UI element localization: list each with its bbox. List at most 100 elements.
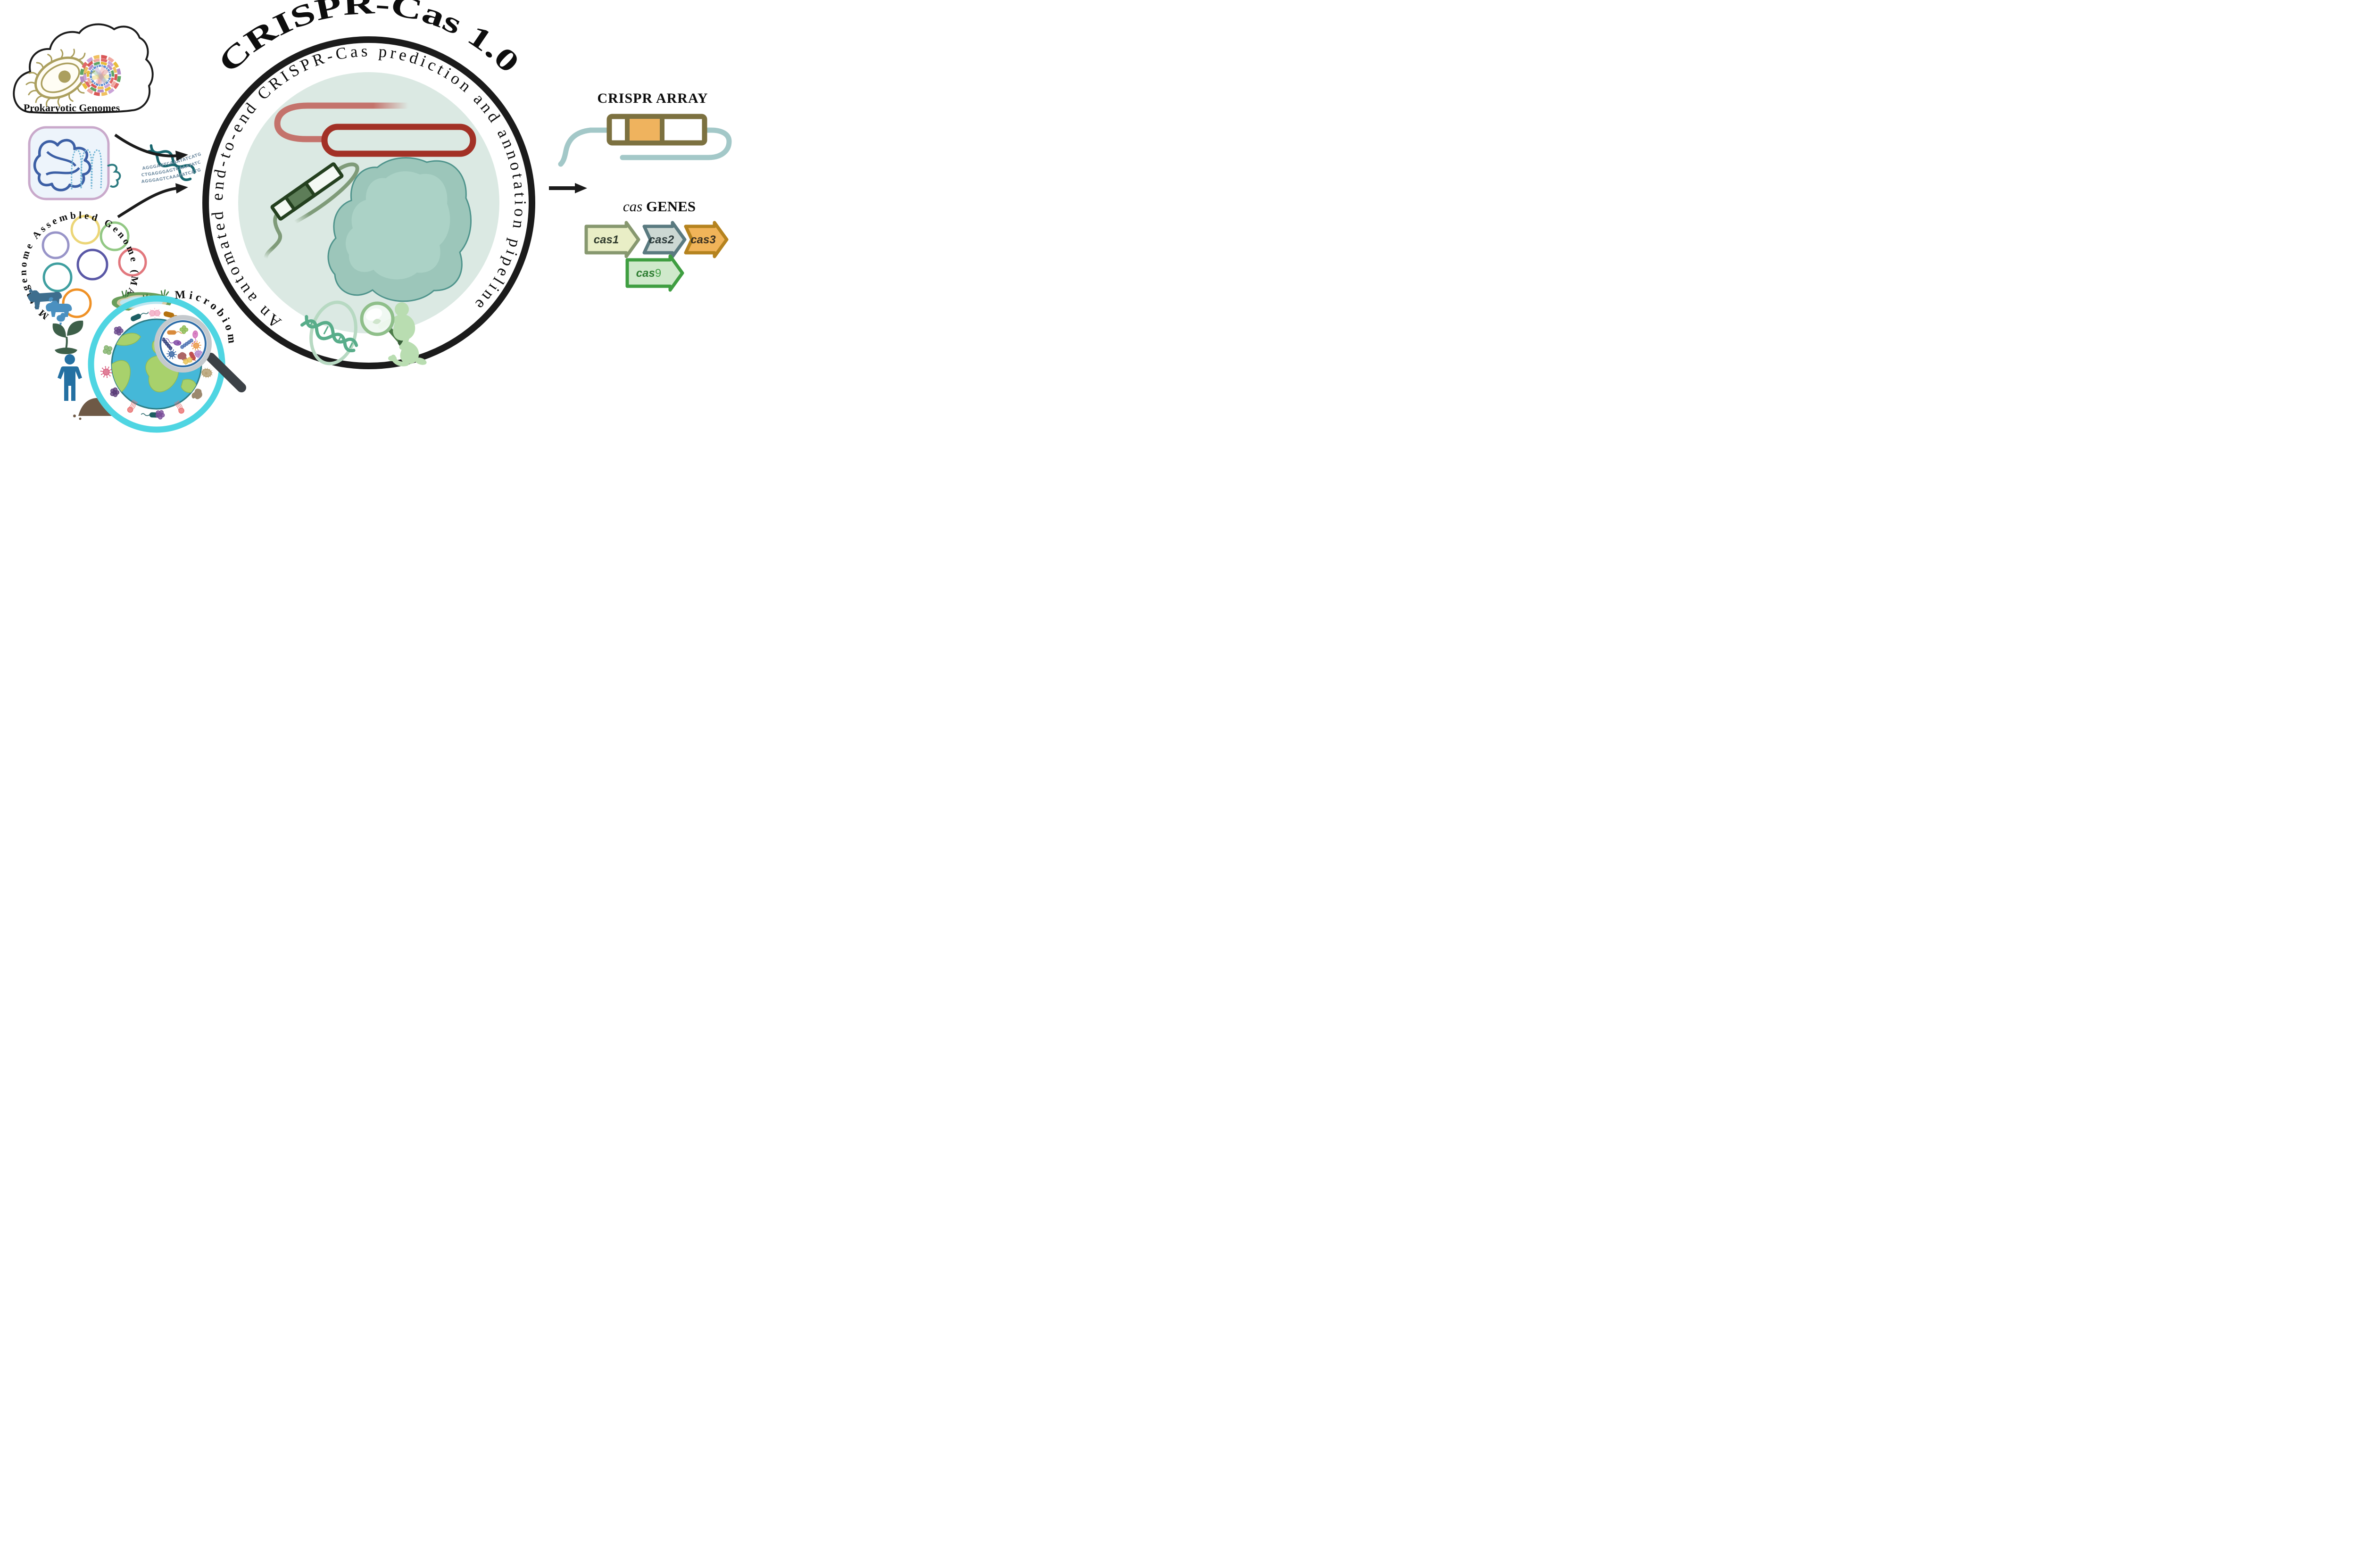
circos-segment [114,74,117,81]
circos-chord [96,66,105,84]
virus-microbe-icon [100,366,112,378]
cas-protein-blob-icon [327,157,472,302]
chromosome-tangle-icon [45,151,80,176]
circos-segment [87,77,92,84]
cas-genes-label-italic: cas [623,198,642,215]
circos-segment [87,61,93,67]
inspector-figure-icon [360,301,427,366]
flagellate-microbe-icon [191,330,198,347]
chain-microbe-icon [162,337,173,350]
circos-segment [82,61,88,68]
tetrad-microbe-icon [179,325,189,334]
magnifier [154,315,246,392]
figure-root: CRISPR-Cas 1.0 An automated end-to-end C… [0,0,737,436]
array-strand-right [620,127,732,160]
circos-segment [90,86,97,92]
circos-chord [98,69,108,85]
circos-segment [93,61,100,66]
ciliate-microbe-icon [200,367,213,378]
input-arrow-top [114,133,188,161]
circos-segment [110,70,115,77]
circos-histogram-ring [90,65,111,86]
dna-coil-dotted-icon [71,149,102,190]
gene-label-cas1: cas1 [594,233,619,246]
circos-segment [109,77,114,84]
circos-segment [83,74,87,81]
cas-gene-arrows: cas1 cas2 cas3 cas9 [584,221,729,292]
gene-arrow-cas9: cas9 [625,254,684,292]
crRNA-repeat-icon [321,124,476,157]
flagellum-icon [25,82,36,85]
gene-arrow-cas1: cas1 [584,221,640,258]
jelly-microbe-icon [174,400,184,414]
spacer-cell [627,119,662,141]
circos-segment [113,61,119,68]
gene-label-cas9: cas9 [636,267,661,280]
virus-microbe-icon [166,349,177,359]
mag-plasmid-circles [42,215,147,318]
circos-segment [86,70,90,77]
crispr-array-icon [606,114,707,146]
plasmid-circle-icon [42,231,70,259]
input-arrow-bottom [117,183,188,218]
cocci-microbe-icon [148,308,162,319]
prokaryotic-genomes-label: Prokaryotic Genomes [24,102,120,114]
circos-segment [83,66,89,74]
pipeline-circle: CRISPR-Cas 1.0 An automated end-to-end C… [202,0,535,369]
cas-genes-label-bold: GENES [642,198,696,215]
flagellum-icon [45,98,50,107]
circos-segment [107,60,114,67]
crRNA-loop-icon [274,102,410,142]
circos-segment [86,57,93,63]
circos-segment [108,57,115,63]
circos-segment [110,81,116,88]
plant-icon [52,320,83,354]
circos-segment [104,83,111,89]
magnifier-handle [206,353,246,392]
chromosome-tangle-icon [33,139,91,191]
circos-segment [100,61,108,66]
circos-chord [95,67,106,84]
plasmid-circle-icon [100,221,130,251]
cluster-microbe-icon [155,410,165,420]
circos-segment [104,86,111,92]
gene-arrow-cas3: cas3 [684,221,729,258]
pig-icon [46,297,72,317]
flagellum-icon [68,93,74,102]
chicken-icon [57,313,68,325]
human-icon [58,354,82,401]
plasmid-circle-icon [70,215,100,245]
cluster-microbe-icon [114,326,124,336]
flagellum-icon [36,62,44,68]
microbe-ring [100,308,213,420]
flagellum-icon [78,52,86,60]
cow-icon [27,289,62,309]
circos-segment [101,91,108,96]
circos-chord [92,70,108,83]
circos-segment [80,68,84,75]
amoeba-microbe-icon [191,389,202,399]
plasmid-circle-icon [76,249,108,281]
flagellum-icon [60,49,64,58]
circos-segment [113,83,119,90]
gene-label-cas3: cas3 [690,233,716,246]
circos-segment [80,76,84,83]
tetrad-microbe-icon [103,345,113,355]
plasmid-circle-icon [42,262,73,292]
circos-segment [108,88,115,94]
crispr-array-block: CRISPR ARRAY [558,91,732,167]
circos-segment [107,64,113,71]
circos-segment [86,88,93,94]
circos-segment [88,64,94,71]
flagellum-icon [28,72,38,76]
plasmid-circle-icon [118,248,147,277]
sgRNA-icon [264,162,359,259]
prokaryotic-genomes-block: Prokaryotic Genomes [13,23,154,114]
amoeba-microbe-icon [177,352,187,361]
circos-segment [93,91,100,96]
cell-membrane-icon [28,126,110,200]
flagellum-icon [28,90,37,96]
circos-segment [93,58,100,63]
gene-label-cas2: cas2 [649,233,674,246]
bacillus-microbe-icon [167,330,184,335]
